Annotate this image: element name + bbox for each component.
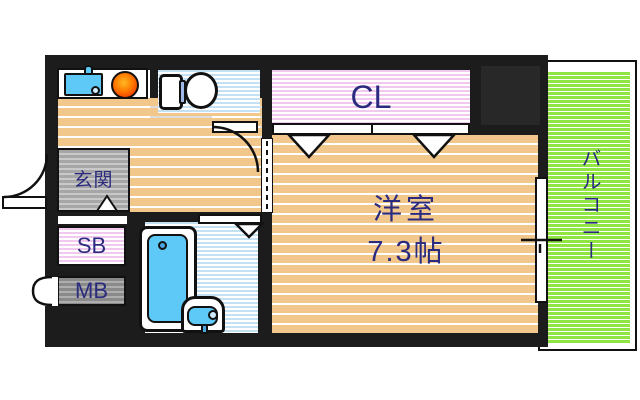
shoe-box (57, 226, 126, 266)
wall-right-lower (538, 302, 548, 347)
shoe-box-label: SB (76, 233, 107, 258)
balcony-label: バルコニー (578, 147, 600, 263)
bathtub-drain-icon (158, 241, 167, 250)
entry-door-leaf (2, 196, 47, 209)
entrance-step-gap (58, 216, 127, 224)
stove-burner-icon (111, 71, 139, 99)
wall-mid-upper (260, 64, 272, 140)
closet-folding-door-left-icon (286, 133, 332, 159)
bathroom-door-bar (198, 214, 262, 224)
western-room-size-label: 7.3帖 (367, 235, 445, 268)
meter-box (57, 276, 126, 306)
western-room-label: 洋室 (372, 193, 439, 226)
western-room-floor (272, 135, 538, 333)
wall-right-upper (538, 135, 548, 178)
toilet-door-swing-icon (212, 125, 260, 173)
entrance-step-mark-icon (95, 194, 119, 212)
wall-top (45, 55, 548, 70)
sink-drain-icon (91, 86, 100, 95)
entry-door-swing-icon (3, 153, 49, 199)
washbasin-knob-icon (208, 310, 218, 320)
closet-floor (272, 70, 470, 123)
meter-box-label: MB (75, 278, 108, 303)
closet-door-bar (272, 123, 470, 135)
wall-toilet-left (150, 64, 158, 125)
closet-label: CL (350, 78, 392, 115)
entrance-label: 玄関 (73, 169, 114, 191)
closet-door-divider (371, 125, 373, 133)
entrance-floor (57, 148, 130, 212)
balcony-floor (548, 72, 630, 343)
sliding-partition (261, 138, 273, 213)
closet-folding-door-right-icon (411, 133, 457, 159)
bathroom-folding-door-icon (232, 222, 266, 239)
duct-inner (481, 66, 540, 125)
meter-box-doors-icon (31, 275, 53, 307)
toilet-bowl-icon (184, 72, 218, 109)
